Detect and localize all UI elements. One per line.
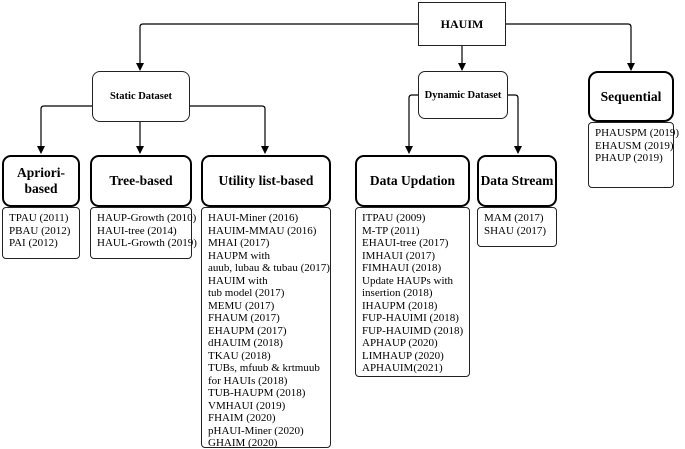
list-item: FHAUM (2017) xyxy=(208,312,280,324)
list-item: FHAIM (2020) xyxy=(208,412,276,424)
list-item: EHAUI-tree (2017) xyxy=(362,237,449,249)
list-item: FUP-HAUIMD (2018) xyxy=(362,324,464,337)
list-item: dHAUIM (2018) xyxy=(208,337,283,349)
list-item: TUB-HAUPM (2018) xyxy=(208,387,306,399)
list-item: PAI (2012) xyxy=(9,237,58,249)
arrow-static-to-utility xyxy=(190,105,269,154)
apriori-list: TPAU (2011) PBAU (2012) PAI (2012) xyxy=(2,207,80,259)
dynamic-dataset-label: Dynamic Dataset xyxy=(424,89,502,101)
updation-title: Data Updation xyxy=(369,173,456,188)
list-item: HAUIM-MMAU (2016) xyxy=(208,224,317,237)
list-item: TKAU (2018) xyxy=(208,349,271,362)
tree-title: Tree-based xyxy=(109,173,173,188)
list-item: for HAUIs (2018) xyxy=(208,374,288,387)
apriori-header: Apriori-based xyxy=(2,155,80,207)
list-item: FUP-HAUIMI (2018) xyxy=(362,312,459,324)
list-item: HAUPM with xyxy=(208,249,271,262)
list-item: HAUIM with xyxy=(208,274,268,287)
list-item: LIMHAUP (2020) xyxy=(362,349,444,362)
list-item: MHAI (2017) xyxy=(208,237,270,249)
static-dataset-label: Static Dataset xyxy=(109,91,173,102)
stream-title: Data Stream xyxy=(480,173,554,188)
list-item: EHAUSM (2019) xyxy=(595,139,674,152)
utility-title: Utility list-based xyxy=(218,173,314,188)
tree-list: HAUP-Growth (2010) HAUI-tree (2014) HAUL… xyxy=(90,207,197,259)
arrow-dynamic-to-stream xyxy=(508,94,522,154)
root-label: HAUIM xyxy=(440,16,484,31)
list-item: TUBs, mfuub & krtmuub xyxy=(208,362,320,374)
sequential-title: Sequential xyxy=(600,88,662,104)
list-item: HAUL-Growth (2019) xyxy=(97,237,197,249)
list-item: IHAUPM (2018) xyxy=(362,299,438,312)
root-node: HAUIM xyxy=(418,2,506,46)
list-item: ITPAU (2009) xyxy=(362,212,426,224)
dynamic-dataset-node: Dynamic Dataset xyxy=(418,71,508,119)
list-item: VMHAUI (2019) xyxy=(208,399,286,412)
list-item: PHAUP (2019) xyxy=(595,152,663,164)
list-item: SHAU (2017) xyxy=(484,224,547,237)
stream-list: MAM (2017) SHAU (2017) xyxy=(477,207,557,247)
apriori-title: Apriori-based xyxy=(17,165,65,196)
list-item: EHAUPM (2017) xyxy=(208,324,287,337)
stream-header: Data Stream xyxy=(477,155,557,207)
arrow-root-to-static xyxy=(136,23,418,71)
list-item: APHAUIM(2021) xyxy=(362,362,443,374)
tree-header: Tree-based xyxy=(90,155,192,207)
list-item: M-TP (2011) xyxy=(362,224,420,237)
list-item: Update HAUPs with xyxy=(362,274,454,287)
utility-header: Utility list-based xyxy=(201,155,331,207)
static-dataset-node: Static Dataset xyxy=(92,71,190,122)
list-item: auub, lubau & tubau (2017) xyxy=(208,262,330,274)
list-item: TPAU (2011) xyxy=(9,212,69,224)
arrow-dynamic-to-updation xyxy=(405,94,418,154)
list-item: insertion (2018) xyxy=(362,287,433,299)
list-item: MAM (2017) xyxy=(484,212,544,224)
updation-header: Data Updation xyxy=(355,155,470,207)
sequential-header: Sequential xyxy=(588,71,674,122)
arrow-static-to-apriori xyxy=(37,105,92,154)
utility-list: HAUI-Miner (2016) HAUIM-MMAU (2016) MHAI… xyxy=(201,207,331,449)
list-item: HAUI-tree (2014) xyxy=(97,224,177,237)
updation-list: ITPAU (2009) M-TP (2011) EHAUI-tree (201… xyxy=(355,207,470,377)
list-item: IMHAUI (2017) xyxy=(362,249,436,262)
arrow-root-to-sequential xyxy=(506,23,635,71)
list-item: FIMHAUI (2018) xyxy=(362,262,442,274)
list-item: GHAIM (2020) xyxy=(208,437,278,449)
list-item: tub model (2017) xyxy=(208,287,285,299)
list-item: HAUI-Miner (2016) xyxy=(208,212,299,224)
list-item: HAUP-Growth (2010) xyxy=(97,212,197,224)
list-item: PHAUSPM (2019) xyxy=(595,127,680,139)
list-item: pHAUI-Miner (2020) xyxy=(208,424,304,437)
list-item: MEMU (2017) xyxy=(208,299,275,312)
list-item: APHAUP (2020) xyxy=(362,337,438,349)
list-item: PBAU (2012) xyxy=(9,224,71,237)
sequential-list: PHAUSPM (2019) EHAUSM (2019) PHAUP (2019… xyxy=(588,122,680,188)
